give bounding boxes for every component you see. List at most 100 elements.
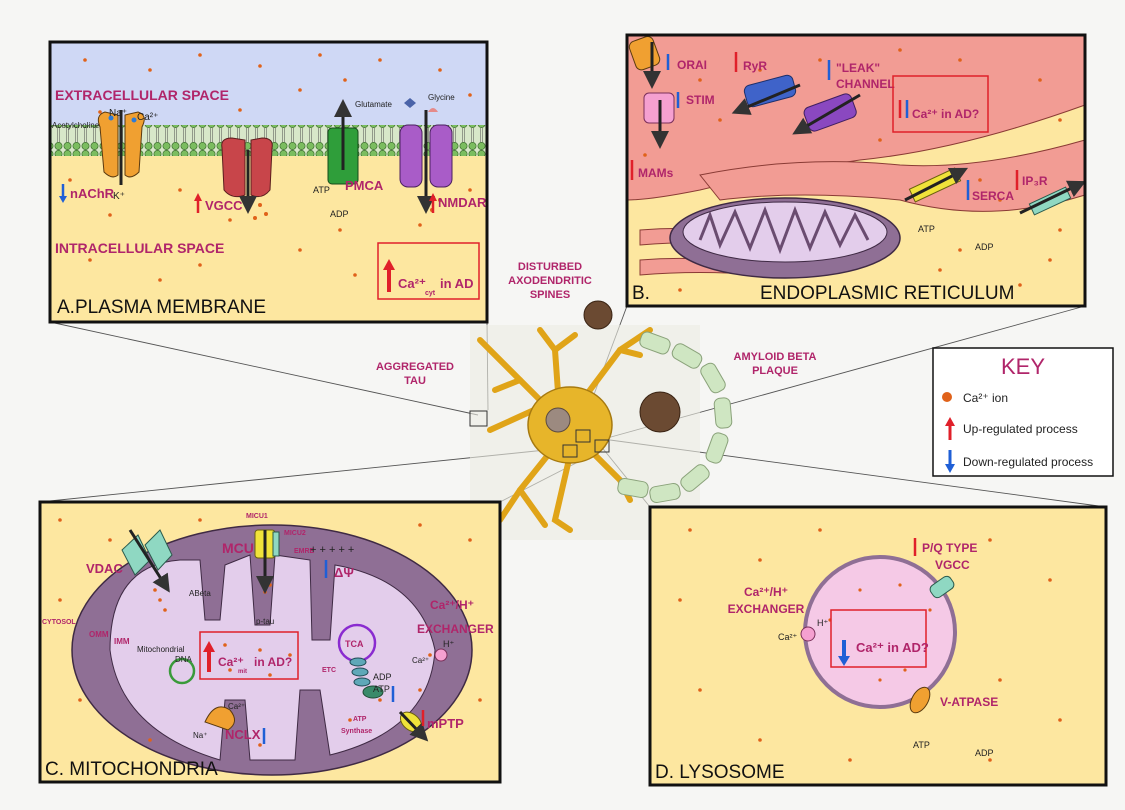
mtdna-label-2: DNA xyxy=(175,655,193,664)
vgcc-channel-icon xyxy=(221,137,273,214)
panel-d-lysosome: P/Q TYPE VGCC Ca²⁺/H⁺ EXCHANGER Ca²⁺ H⁺ … xyxy=(648,505,1108,787)
panel-a-plasma-membrane: EXTRACELLULAR SPACE INTRACELLULAR SPACE … xyxy=(48,40,489,324)
nmdar-channel-icon xyxy=(399,98,453,214)
amyloid-label-2: PLAQUE xyxy=(752,365,798,377)
panel-b-endoplasmic-reticulum: ORAI STIM RyR "LEAK" CHANNEL Ca²⁺ in AD?… xyxy=(625,33,1087,308)
ryr-label: RyR xyxy=(743,59,767,73)
panel-a-title: A.PLASMA MEMBRANE xyxy=(57,297,266,318)
ca-ion-icon xyxy=(942,392,952,402)
v-atpase-label: V-ATPASE xyxy=(940,695,998,709)
mito-adp-label: ADP xyxy=(373,672,392,682)
mito-atp-label: ATP xyxy=(373,684,390,694)
panel-c-title: C. MITOCHONDRIA xyxy=(45,759,218,780)
amyloid-plaque-icon xyxy=(639,391,681,433)
vdac-channel-icon xyxy=(121,529,173,593)
nclx-exchanger-icon xyxy=(204,706,235,731)
cytosol-label: CYTOSOL xyxy=(42,619,76,626)
emre-label: EMRE xyxy=(294,548,315,555)
axon-myelin-icon xyxy=(617,331,733,504)
zoom-box-a xyxy=(469,410,488,427)
nmdar-label: NMDAR xyxy=(438,195,487,210)
zoom-box-d xyxy=(594,439,610,453)
pmca-label: PMCA xyxy=(345,178,384,193)
ryr-channel-icon xyxy=(731,74,801,115)
zoom-box-c xyxy=(562,444,578,458)
serca-pump-icon xyxy=(904,167,969,203)
ca-mit-box: Ca²⁺ mit in AD? xyxy=(199,631,299,680)
membrane-charge-label: + + + + + xyxy=(310,544,354,556)
abeta-label: ABeta xyxy=(189,589,211,598)
tca-label: TCA xyxy=(345,639,364,649)
orai-channel-icon xyxy=(628,35,661,89)
panel-c-mitochondria: VDAC MICU1 MICU2 MCU EMRE + + + + + ΔΨ C… xyxy=(38,500,502,784)
disturbed-label-3: SPINES xyxy=(530,289,570,301)
disturbed-label-2: AXODENDRITIC xyxy=(508,275,592,287)
ca-dots-d xyxy=(678,528,1062,762)
pmca-adp-label: ADP xyxy=(330,209,349,219)
mams-label: MAMs xyxy=(638,166,674,180)
ca-mit-text: Ca²⁺ xyxy=(218,655,244,669)
intracellular-label: INTRACELLULAR SPACE xyxy=(55,240,224,256)
mito-exchanger-label-2: EXCHANGER xyxy=(417,622,494,636)
stim-protein-icon xyxy=(643,92,675,149)
legend-key: KEY Ca²⁺ ion Up-regulated process Down-r… xyxy=(932,347,1114,477)
mito-exchanger-icon xyxy=(434,648,448,662)
tau-label-1: AGGREGATED xyxy=(376,361,454,373)
atp-synthase-label-2: Synthase xyxy=(341,728,372,735)
nachr-label: nAChR xyxy=(70,186,115,201)
ip3r-channel-icon xyxy=(1019,180,1087,216)
atp-synthase-icon xyxy=(349,657,384,699)
ip3r-label: IP₃R xyxy=(1022,174,1048,188)
panel-d-title: D. LYSOSOME xyxy=(655,762,785,783)
ca-cyt-subscript: cyt xyxy=(425,290,436,297)
lyso-h-label: H⁺ xyxy=(817,618,828,628)
key-down-label: Down-regulated process xyxy=(963,455,1093,469)
imm-label: IMM xyxy=(114,637,130,646)
panel-b-title: ENDOPLASMIC RETICULUM xyxy=(760,283,1014,304)
etc-label: ETC xyxy=(322,667,336,674)
mcu-channel-icon xyxy=(254,529,280,594)
serca-label: SERCA xyxy=(972,189,1014,203)
serca-adp-label: ADP xyxy=(975,242,994,252)
er-ca-box: Ca²⁺ in AD? xyxy=(892,75,989,133)
mito-h-label: H⁺ xyxy=(443,639,454,649)
dpsi-label: ΔΨ xyxy=(334,565,354,580)
glycine-label: Glycine xyxy=(428,93,455,102)
lysosome-body-icon xyxy=(803,555,957,709)
mtdna-circle-icon xyxy=(168,657,196,685)
ca-cyt-text: Ca²⁺ xyxy=(398,276,426,291)
nclx-ca-label: Ca²⁺ xyxy=(228,702,245,711)
disturbed-label-1: DISTURBED xyxy=(518,261,582,273)
panel-b-letter: B. xyxy=(632,283,650,304)
lyso-ca-label: Ca²⁺ xyxy=(778,632,798,642)
neuron-illustration xyxy=(469,300,733,540)
mitochondrion-icon xyxy=(669,197,901,279)
mito-exchanger-label-1: Ca²⁺/H⁺ xyxy=(430,598,474,612)
nachr-channel-icon xyxy=(97,110,145,185)
nclx-label: NCLX xyxy=(225,727,261,742)
ca-mit-subscript: mit xyxy=(238,669,247,675)
ca-cyt-in-ad: in AD xyxy=(440,276,473,291)
orai-label: ORAI xyxy=(677,58,707,72)
ca-dots-b xyxy=(643,48,1062,292)
leak-label-1: "LEAK" xyxy=(836,61,880,75)
micu2-label: MICU2 xyxy=(284,530,306,537)
pq-vgcc-channel-icon xyxy=(929,575,955,599)
pmca-pump-icon xyxy=(327,99,359,185)
key-title: KEY xyxy=(1001,354,1045,379)
omm-label: OMM xyxy=(89,630,109,639)
mptp-pore-icon xyxy=(398,710,429,742)
lyso-ca-text: Ca²⁺ in AD? xyxy=(856,640,929,655)
atp-synthase-label-1: ATP xyxy=(353,716,367,723)
ca-label: Ca²⁺ xyxy=(137,112,158,123)
na-label: Na⁺ xyxy=(109,108,127,119)
pq-label-1: P/Q TYPE xyxy=(922,541,977,555)
serca-atp-label: ATP xyxy=(918,224,935,234)
tau-label-2: TAU xyxy=(404,375,426,387)
lyso-ca-box: Ca²⁺ in AD? xyxy=(830,609,929,668)
pmca-atp-label: ATP xyxy=(313,185,330,195)
mptp-label: mPTP xyxy=(427,716,464,731)
k-label: K⁺ xyxy=(113,191,125,202)
ptau-label: p-tau xyxy=(256,617,274,626)
ca-cyt-box: Ca²⁺ cyt in AD xyxy=(377,242,480,300)
